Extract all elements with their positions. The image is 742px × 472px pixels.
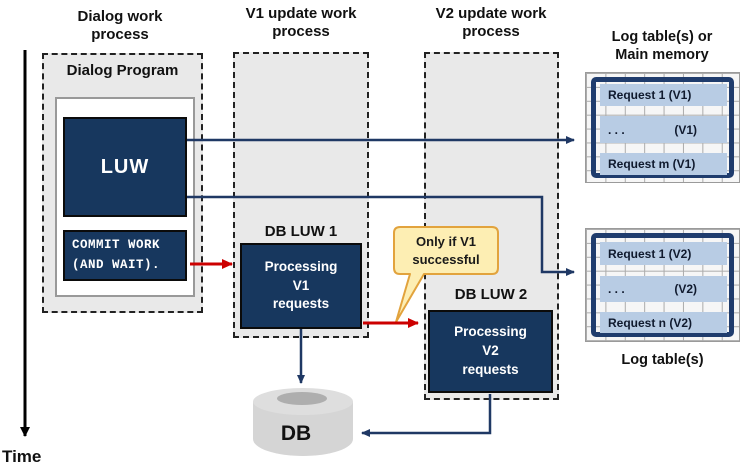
db-luw2-header: DB LUW 2 <box>454 286 528 303</box>
row-text: Request 1 (V2) <box>608 246 692 261</box>
luw-label: LUW <box>100 155 150 178</box>
dialog-program-label: Dialog Program <box>66 62 179 79</box>
row-suffix: (V2) <box>674 282 697 296</box>
log-table-v1: Request 1 (V1) . . . (V1) Request m (V1) <box>585 72 740 183</box>
processing-v1-line1: Processing <box>264 258 338 274</box>
commit-line2: (AND WAIT). <box>72 257 161 272</box>
db-label: DB <box>280 422 312 445</box>
log-table-v2-row1: Request 1 (V2) <box>600 242 727 265</box>
log-table-v1-border <box>591 77 734 178</box>
processing-v2-line1: Processing <box>454 324 527 340</box>
processing-v2-line2: V2 <box>482 343 499 359</box>
log-table-v2: Request 1 (V2) . . . (V2) Request n (V2) <box>585 228 740 342</box>
v1-column-title: V1 update work process <box>245 5 357 41</box>
dialog-column-title: Dialog work process <box>77 8 163 44</box>
callout-line1: Only if V1 <box>416 233 476 249</box>
processing-v1-line2: V1 <box>292 277 310 293</box>
time-label: Time <box>2 447 42 466</box>
row-text: Request 1 (V1) <box>608 88 692 102</box>
processing-v2-box: Processing V2 requests <box>428 310 553 393</box>
row-text: . . . <box>608 122 625 137</box>
log-table-v1-row1: Request 1 (V1) <box>600 84 727 106</box>
commit-line1: COMMIT WORK <box>72 238 161 253</box>
processing-v2-line3: requests <box>462 361 519 377</box>
callout-only-if-v1: Only if V1 successful <box>394 227 498 274</box>
row-text: Request n (V2) <box>608 315 693 330</box>
log-table-v1-row3: Request m (V1) <box>600 153 727 175</box>
db-cylinder-hole <box>277 392 327 405</box>
log-table-title-line1: Log table(s) or <box>611 29 713 45</box>
db-luw1-header: DB LUW 1 <box>264 223 338 240</box>
row-suffix: (V1) <box>674 122 697 137</box>
log-table-v1-row2: . . . (V1) <box>600 116 727 143</box>
log-table-title-line2: Main memory <box>615 47 709 64</box>
commit-work-box: COMMIT WORK (AND WAIT). <box>63 230 187 281</box>
log-tables-caption: Log table(s) <box>621 352 704 368</box>
luw-box: LUW <box>63 117 187 217</box>
log-table-v2-border <box>591 233 734 337</box>
log-table-v2-row3: Request n (V2) <box>600 312 727 333</box>
processing-v1-line3: requests <box>272 296 330 312</box>
row-text: Request m (V1) <box>608 157 696 171</box>
v2-column-title: V2 update work process <box>435 5 547 41</box>
row-text: . . . <box>608 282 625 296</box>
processing-v1-box: Processing V1 requests <box>240 243 362 329</box>
callout-line2: successful <box>412 251 480 267</box>
log-table-v2-row2: . . . (V2) <box>600 276 727 302</box>
